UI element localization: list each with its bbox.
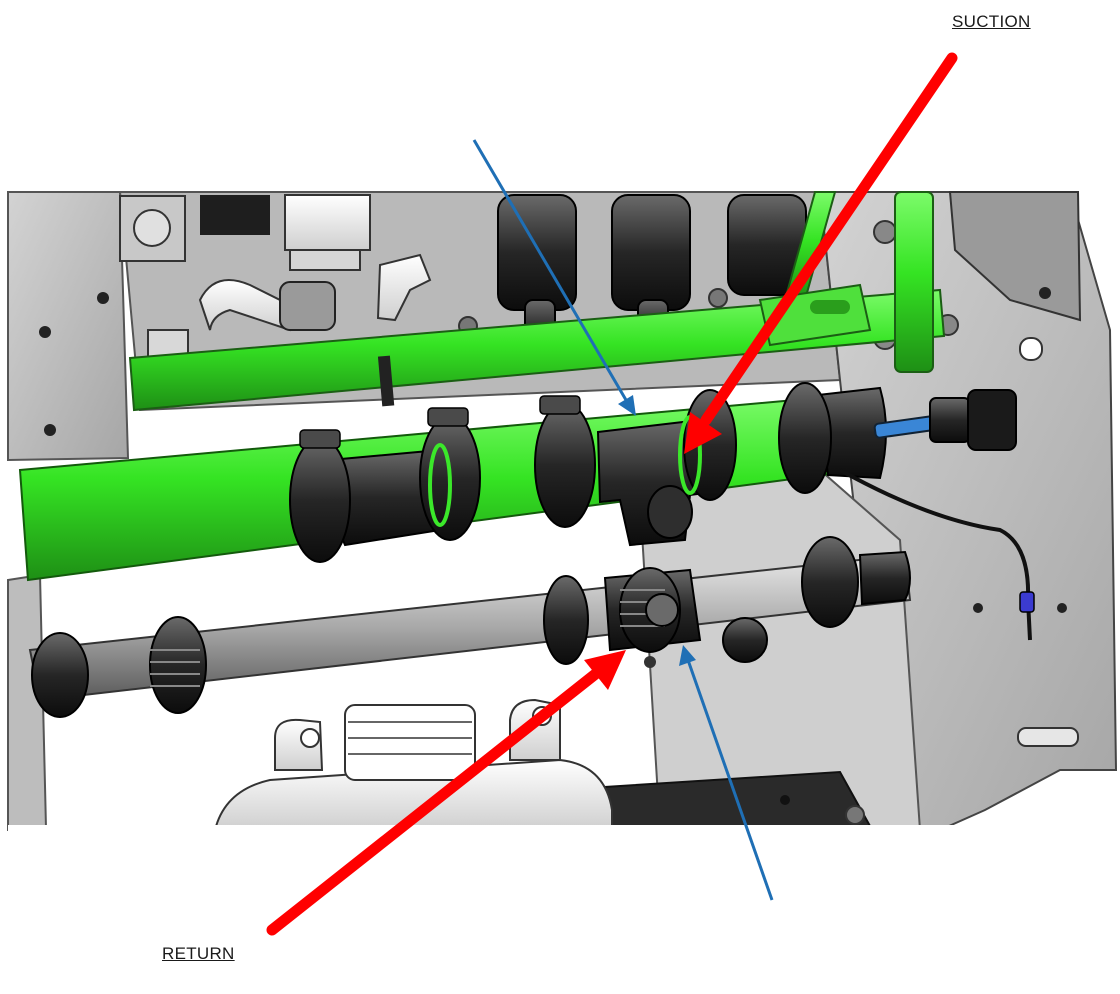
gray-return-hose xyxy=(28,536,912,718)
sensor-connector xyxy=(839,389,1035,641)
red-arrow-suction xyxy=(684,52,958,454)
blue-arrow-upper xyxy=(472,139,636,416)
blue-arrow-lower xyxy=(679,645,774,901)
suction-label: SUCTION xyxy=(952,12,1031,31)
reservoir-tank xyxy=(213,698,613,831)
red-arrow-return xyxy=(266,650,626,936)
green-upper-tube xyxy=(128,191,946,412)
return-label: RETURN xyxy=(162,944,235,963)
green-suction-hose xyxy=(18,382,887,582)
